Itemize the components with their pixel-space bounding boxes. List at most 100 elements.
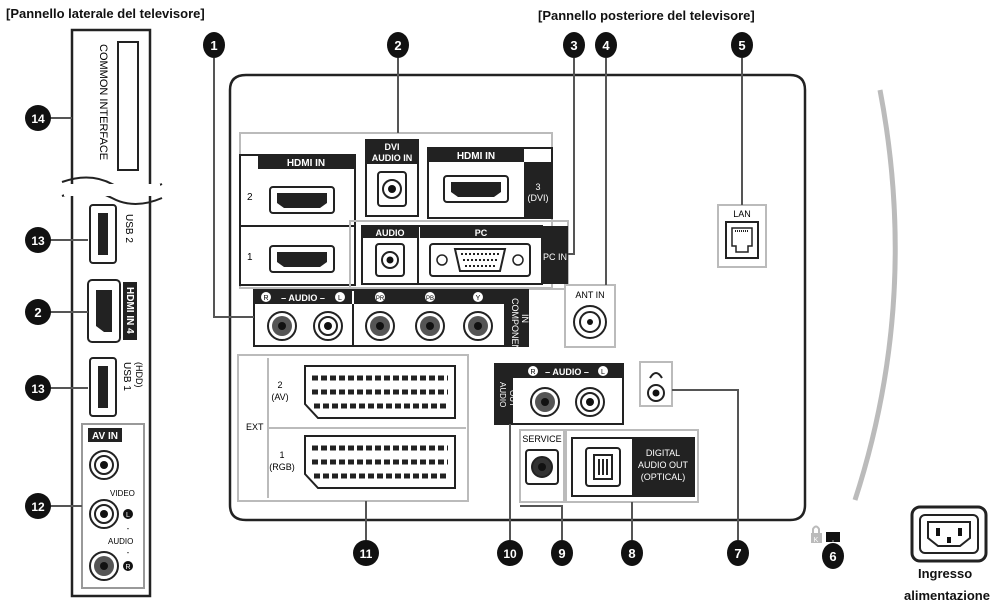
callout-5: 5 xyxy=(731,32,753,58)
svg-text:R: R xyxy=(125,564,130,571)
dvi-audio-in-jack[interactable] xyxy=(377,171,407,207)
svg-text:R: R xyxy=(530,369,535,376)
audio-out-r-jack[interactable] xyxy=(530,387,560,417)
common-interface-slot[interactable] xyxy=(117,41,139,171)
svg-text:L: L xyxy=(601,369,605,376)
headphone-jack[interactable] xyxy=(647,384,665,402)
svg-text:1: 1 xyxy=(210,38,217,53)
hdmi4-label: HDMI IN 4 xyxy=(124,287,135,334)
component-audio-l-jack[interactable] xyxy=(313,311,343,341)
svg-text:Y: Y xyxy=(476,295,481,302)
component-pr-jack[interactable] xyxy=(365,311,395,341)
component-y-jack[interactable] xyxy=(463,311,493,341)
svg-text:3: 3 xyxy=(570,38,577,53)
kensington-slot[interactable] xyxy=(826,532,840,542)
callout-1: 1 xyxy=(203,32,225,58)
service-label: SERVICE xyxy=(522,434,561,444)
optical-audio-port[interactable] xyxy=(585,447,621,487)
usb2-label: USB 2 xyxy=(123,214,134,243)
callout-13-usb1: 13 xyxy=(25,375,51,401)
side-panel-title: [Pannello laterale del televisore] xyxy=(6,6,205,21)
pc-audio-jack[interactable] xyxy=(375,243,405,277)
common-interface-label: COMMON INTERFACE xyxy=(97,44,109,160)
svg-text:PR: PR xyxy=(376,296,385,302)
svg-text:COMPONENT: COMPONENT xyxy=(510,298,520,357)
svg-text:13: 13 xyxy=(31,234,45,248)
audio-label: AUDIO xyxy=(108,537,133,546)
svg-text:(OPTICAL): (OPTICAL) xyxy=(641,472,686,482)
hdmi1-port[interactable] xyxy=(269,245,335,273)
callout-7: 7 xyxy=(727,540,749,566)
svg-text:DVI: DVI xyxy=(384,142,399,152)
svg-text:– AUDIO –: – AUDIO – xyxy=(545,367,589,377)
hdmi2-port[interactable] xyxy=(269,186,335,214)
lan-label: LAN xyxy=(733,209,751,219)
callout-6: 6 xyxy=(822,543,844,569)
rear-panel: HDMI IN 2 1 DVI AUDIO IN HDMI IN 3 (DVI) xyxy=(228,73,898,544)
power-label-line2: alimentazione xyxy=(904,588,990,603)
svg-text:7: 7 xyxy=(734,546,741,561)
component-pb-jack[interactable] xyxy=(415,311,445,341)
svg-text:-: - xyxy=(127,524,130,533)
callout-4: 4 xyxy=(595,32,617,58)
svg-text:11: 11 xyxy=(360,547,373,561)
headphone-icon xyxy=(649,372,663,379)
hdmi3-port[interactable] xyxy=(443,175,509,203)
ant-in-label: ANT IN xyxy=(575,290,604,300)
audio-out-l-jack[interactable] xyxy=(575,387,605,417)
scart-ext2-port[interactable] xyxy=(304,365,456,419)
callout-3: 3 xyxy=(563,32,585,58)
svg-text:AUDIO: AUDIO xyxy=(498,382,507,407)
pc-vga-port[interactable] xyxy=(429,243,531,277)
callout-8: 8 xyxy=(621,540,643,566)
svg-text:DIGITAL: DIGITAL xyxy=(646,448,680,458)
callout-14: 14 xyxy=(25,105,51,131)
svg-text:2: 2 xyxy=(34,305,41,320)
svg-text:(RGB): (RGB) xyxy=(269,462,295,472)
usb1-label: USB 1 xyxy=(121,362,132,391)
svg-text:L: L xyxy=(126,512,130,519)
leader-lines xyxy=(50,58,834,542)
svg-text:8: 8 xyxy=(628,546,635,561)
svg-text:L: L xyxy=(338,295,342,302)
svg-text:12: 12 xyxy=(31,500,45,514)
svg-text:IN: IN xyxy=(520,314,530,323)
svg-text:(AV): (AV) xyxy=(271,392,288,402)
svg-text:AUDIO: AUDIO xyxy=(376,228,405,238)
side-panel: COMMON INTERFACE USB 2 HDMI IN 4 (HDD) U… xyxy=(61,28,163,598)
svg-text:9: 9 xyxy=(558,546,565,561)
svg-text:10: 10 xyxy=(503,547,517,561)
svg-text:2: 2 xyxy=(394,38,401,53)
svg-text:PC: PC xyxy=(475,228,488,238)
av-audio-r-jack[interactable] xyxy=(89,551,119,581)
callout-2-side: 2 xyxy=(25,299,51,325)
svg-text:HDMI IN: HDMI IN xyxy=(457,151,495,162)
scart-ext1-port[interactable] xyxy=(304,435,456,489)
svg-text:4: 4 xyxy=(602,38,610,53)
svg-text:13: 13 xyxy=(31,382,45,396)
svg-text:K: K xyxy=(814,537,819,544)
callout-10: 10 xyxy=(497,540,523,566)
av-audio-l-jack[interactable] xyxy=(89,499,119,529)
usb1-hdd-label: (HDD) xyxy=(134,362,144,388)
svg-text:6: 6 xyxy=(829,549,836,564)
power-inlet[interactable] xyxy=(910,505,988,563)
svg-text:2: 2 xyxy=(277,380,282,390)
service-port[interactable] xyxy=(525,449,559,485)
svg-text:2: 2 xyxy=(247,192,253,203)
power-label-line1: Ingresso xyxy=(918,566,973,581)
pc-in-label: PC IN xyxy=(543,252,567,262)
callout-9: 9 xyxy=(551,540,573,566)
svg-text:14: 14 xyxy=(31,112,45,126)
svg-text:AUDIO OUT: AUDIO OUT xyxy=(638,460,689,470)
lan-port[interactable] xyxy=(725,221,759,259)
svg-text:– AUDIO –: – AUDIO – xyxy=(281,293,325,303)
svg-text:AUDIO IN: AUDIO IN xyxy=(372,153,413,163)
av-video-jack[interactable] xyxy=(89,450,119,480)
svg-text:OUT: OUT xyxy=(508,390,517,407)
callout-2-rear: 2 xyxy=(387,32,409,58)
ant-in-port[interactable] xyxy=(573,305,607,339)
component-audio-r-jack[interactable] xyxy=(267,311,297,341)
callout-11: 11 xyxy=(353,540,379,566)
svg-text:1: 1 xyxy=(279,450,284,460)
